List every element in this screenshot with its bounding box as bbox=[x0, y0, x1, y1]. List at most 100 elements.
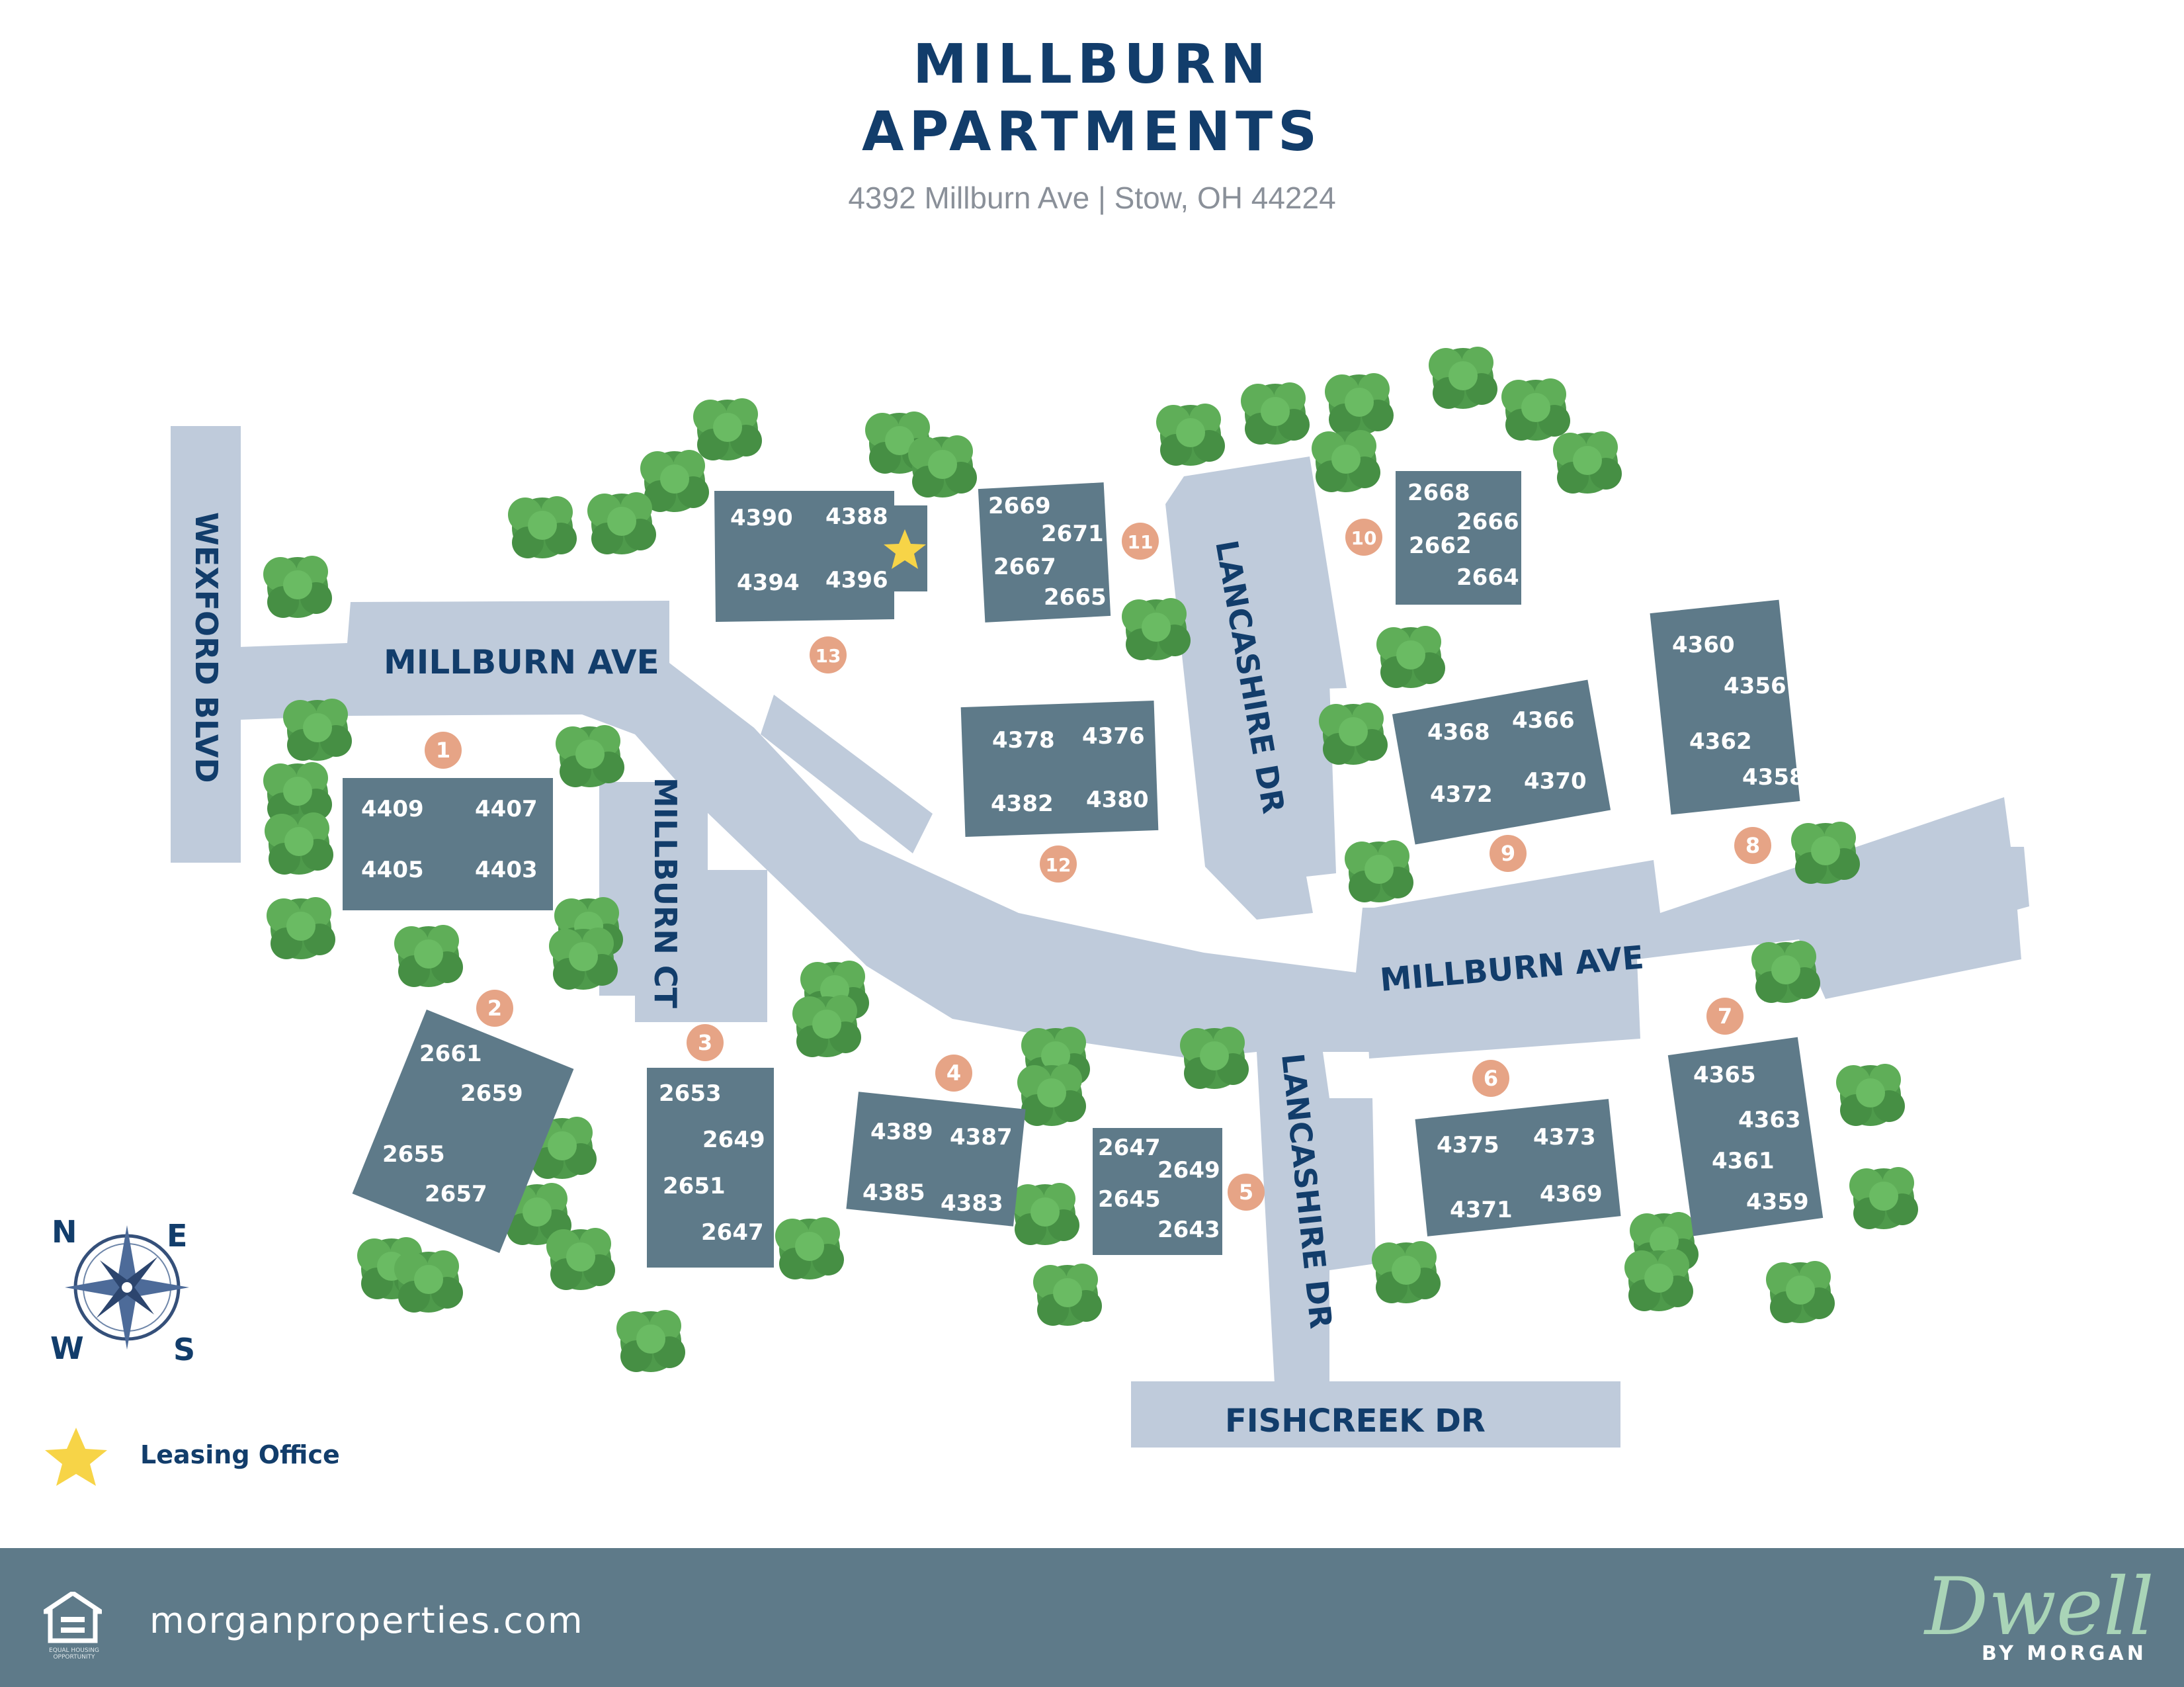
unit-number: 4362 bbox=[1689, 728, 1752, 755]
legend-leasing-office-label: Leasing Office bbox=[140, 1440, 340, 1469]
unit-number: 4387 bbox=[950, 1124, 1013, 1150]
unit-number: 2647 bbox=[1098, 1135, 1161, 1161]
legend-star-icon bbox=[45, 1428, 107, 1486]
unit-number: 4366 bbox=[1512, 707, 1575, 734]
unit-number: 2643 bbox=[1157, 1217, 1220, 1243]
leasing-office-star-icon bbox=[884, 529, 926, 569]
footer-bar: EQUAL HOUSING OPPORTUNITY morganproperti… bbox=[0, 1548, 2184, 1687]
unit-number: 2666 bbox=[1456, 509, 1519, 535]
compass-label-e: E bbox=[167, 1218, 187, 1254]
building-9 bbox=[1392, 679, 1611, 845]
street-label-millburn-ct: MILLBURN CT bbox=[648, 777, 683, 1009]
website-link[interactable]: morganproperties.com bbox=[149, 1600, 584, 1641]
building-5 bbox=[1093, 1128, 1222, 1255]
unit-number: 4405 bbox=[361, 857, 424, 883]
unit-number: 4376 bbox=[1082, 723, 1145, 750]
building-7 bbox=[1667, 1037, 1824, 1236]
millburn-ave-west-road bbox=[238, 601, 1376, 1059]
unit-number: 4373 bbox=[1533, 1124, 1596, 1150]
badge-label: 1 bbox=[436, 738, 450, 763]
street-label-millburn-ave-west: MILLBURN AVE bbox=[384, 643, 659, 681]
fishcreek-dr-road bbox=[1131, 1381, 1620, 1448]
badge-2: 2 bbox=[476, 990, 513, 1027]
badge-13: 13 bbox=[810, 636, 847, 673]
badge-8: 8 bbox=[1734, 827, 1771, 864]
unit-number: 4385 bbox=[862, 1180, 925, 1206]
badge-3: 3 bbox=[687, 1024, 724, 1061]
unit-number: 2645 bbox=[1098, 1186, 1161, 1213]
unit-number: 4371 bbox=[1450, 1197, 1513, 1223]
badge-6: 6 bbox=[1472, 1060, 1509, 1097]
compass-label-n: N bbox=[52, 1214, 77, 1250]
millburn-ct-road bbox=[599, 782, 767, 1022]
badge-label: 4 bbox=[946, 1060, 961, 1086]
street-label-fishcreek-dr: FISHCREEK DR bbox=[1225, 1403, 1486, 1440]
dwell-logo: Dwell bbox=[1925, 1561, 2154, 1653]
millburn-ave-east-road bbox=[1363, 797, 2029, 1059]
badge-11: 11 bbox=[1122, 523, 1159, 560]
badge-label: 12 bbox=[1046, 854, 1071, 876]
unit-number: 2655 bbox=[382, 1141, 445, 1168]
property-title-line2: APARTMENTS bbox=[861, 101, 1323, 163]
badge-9: 9 bbox=[1490, 835, 1527, 872]
badge-label: 13 bbox=[816, 645, 841, 667]
unit-number: 4394 bbox=[737, 570, 800, 596]
unit-number: 4358 bbox=[1742, 764, 1805, 791]
unit-number: 4363 bbox=[1738, 1107, 1801, 1133]
badge-label: 2 bbox=[487, 996, 502, 1021]
unit-number: 2649 bbox=[1157, 1157, 1220, 1184]
site-map: WEXFORD BLVD MILLBURN AVE MILLBURN CT LA… bbox=[45, 347, 2029, 1486]
unit-number: 4369 bbox=[1540, 1181, 1603, 1207]
unit-number: 2671 bbox=[1041, 521, 1104, 547]
buildings bbox=[343, 471, 1824, 1268]
compass-label-w: W bbox=[50, 1330, 84, 1366]
unit-number: 2651 bbox=[663, 1173, 726, 1199]
unit-number: 4356 bbox=[1724, 673, 1786, 699]
building-6 bbox=[1415, 1099, 1621, 1236]
equal-housing-text: EQUAL HOUSING OPPORTUNITY bbox=[49, 1647, 99, 1661]
parking-lot bbox=[761, 695, 933, 853]
building-3 bbox=[647, 1068, 774, 1268]
unit-number: 2667 bbox=[993, 554, 1056, 580]
unit-number: 4372 bbox=[1430, 781, 1493, 808]
unit-number: 2657 bbox=[425, 1181, 487, 1207]
building-11 bbox=[978, 482, 1111, 623]
badge-label: 5 bbox=[1239, 1180, 1253, 1205]
building-2 bbox=[352, 1009, 574, 1254]
unit-number: 4375 bbox=[1437, 1132, 1499, 1158]
badge-7: 7 bbox=[1706, 998, 1743, 1035]
property-title-line1: MILLBURN bbox=[913, 33, 1271, 96]
badge-4: 4 bbox=[935, 1055, 972, 1092]
compass-label-s: S bbox=[173, 1332, 195, 1367]
building-4 bbox=[846, 1092, 1026, 1227]
unit-number: 4388 bbox=[825, 503, 888, 530]
unit-number: 2665 bbox=[1044, 584, 1107, 611]
street-label-wexford-blvd: WEXFORD BLVD bbox=[189, 512, 224, 783]
badge-10: 10 bbox=[1345, 519, 1382, 556]
unit-number: 4390 bbox=[730, 505, 793, 531]
wexford-blvd-road bbox=[171, 426, 241, 863]
building-10 bbox=[1396, 471, 1521, 605]
unit-number: 4365 bbox=[1693, 1062, 1756, 1088]
unit-number: 2647 bbox=[701, 1219, 764, 1246]
badge-label: 9 bbox=[1501, 841, 1515, 866]
unit-number: 4403 bbox=[475, 857, 538, 883]
badge-1: 1 bbox=[425, 732, 462, 769]
lancashire-dr-north-road bbox=[1165, 456, 1347, 920]
badge-label: 10 bbox=[1351, 527, 1377, 549]
unit-number: 4389 bbox=[870, 1119, 933, 1145]
badge-label: 11 bbox=[1128, 531, 1154, 553]
unit-number: 4380 bbox=[1086, 787, 1149, 813]
unit-number: 2664 bbox=[1456, 564, 1519, 591]
roads bbox=[171, 426, 2029, 1448]
unit-number: 2662 bbox=[1409, 533, 1472, 559]
unit-number: 2659 bbox=[460, 1080, 523, 1107]
badge-label: 6 bbox=[1484, 1066, 1498, 1091]
unit-number: 4360 bbox=[1672, 632, 1735, 658]
unit-number: 2649 bbox=[702, 1127, 765, 1153]
unit-number: 2661 bbox=[419, 1041, 482, 1067]
unit-number: 2668 bbox=[1407, 480, 1470, 506]
unit-number: 4368 bbox=[1427, 719, 1490, 746]
badge-5: 5 bbox=[1228, 1174, 1265, 1211]
unit-number: 4396 bbox=[825, 567, 888, 593]
